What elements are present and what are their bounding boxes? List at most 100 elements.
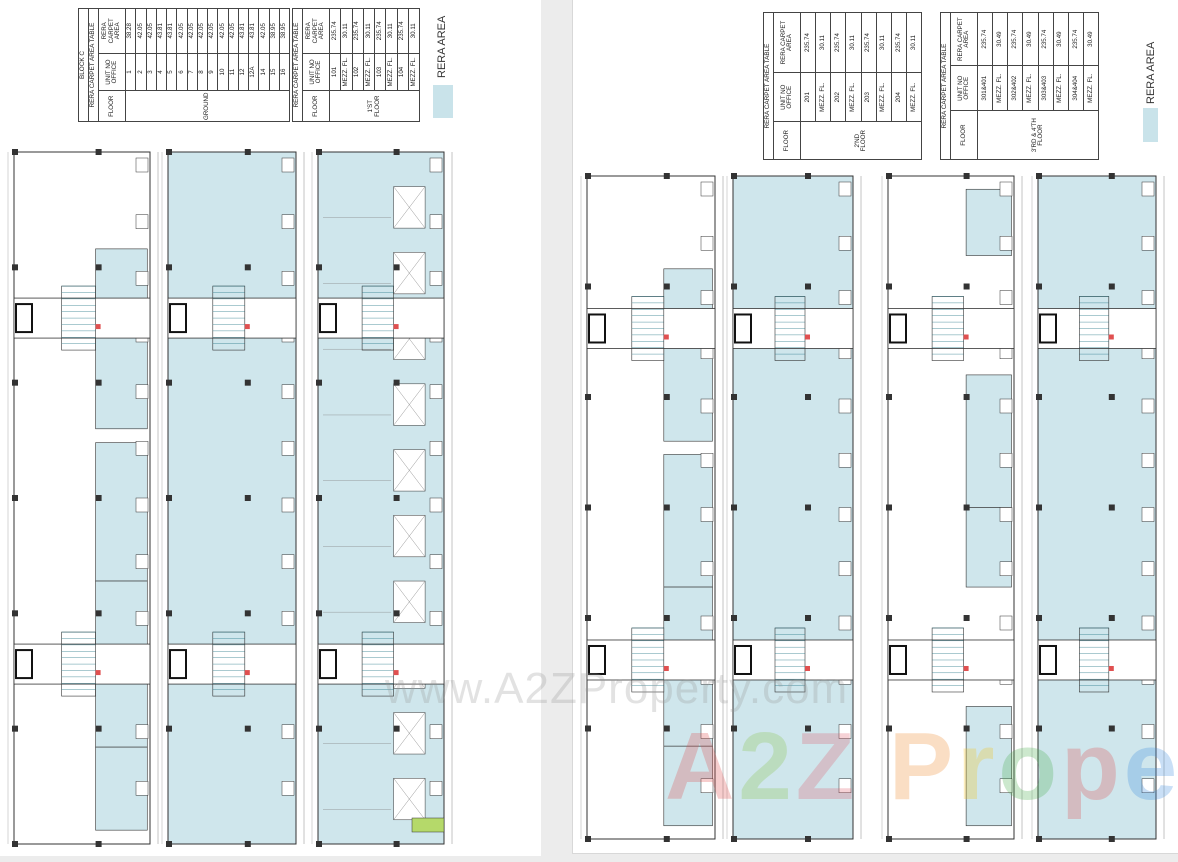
toilet-block — [999, 507, 1013, 522]
rera-area — [965, 374, 1012, 508]
unit-cell: 301&401 — [977, 65, 993, 111]
floor-cell: 3'RD & 4'TH FLOOR — [977, 110, 1099, 160]
lift-shaft — [169, 303, 187, 334]
column — [393, 379, 400, 386]
column — [963, 615, 970, 621]
void-cross — [393, 712, 426, 755]
toilet-block — [999, 181, 1013, 197]
column — [316, 379, 322, 386]
column — [805, 394, 811, 400]
column — [886, 725, 892, 732]
lift-shaft — [734, 313, 752, 344]
area-cell: 235.74 — [1038, 12, 1054, 66]
column-header: UNIT NO OFFICE — [950, 65, 978, 111]
toilet-block — [999, 724, 1013, 739]
fire-marker — [805, 665, 810, 671]
area-cell: 30.49 — [992, 12, 1008, 66]
legend-label-right: RERA AREA — [1145, 41, 1157, 104]
column — [663, 836, 670, 842]
column — [244, 495, 251, 501]
floor-cell: GROUND — [125, 91, 290, 122]
floor-cell: 1'ST FLOOR — [329, 90, 420, 122]
toilet-block — [135, 497, 149, 513]
fire-marker — [663, 665, 669, 671]
column — [393, 264, 400, 271]
area-cell: 42.05 — [176, 8, 187, 54]
legend-swatch-left — [433, 85, 453, 118]
table-title: RERA CARPET AREA TABLE — [88, 8, 99, 122]
column-header: UNIT NO OFFICE — [98, 53, 126, 91]
unit-cell: 5 — [166, 53, 177, 91]
toilet-block — [135, 384, 149, 399]
column — [963, 504, 970, 511]
toilet-block — [135, 781, 149, 796]
column — [585, 504, 591, 511]
toilet-block — [135, 724, 149, 739]
area-cell: 235.74 — [977, 12, 993, 66]
column — [585, 836, 591, 842]
toilet-block — [135, 441, 149, 456]
column — [585, 283, 591, 290]
highlight-box — [411, 817, 445, 833]
toilet-block — [281, 611, 295, 626]
toilet-block — [838, 181, 852, 197]
column — [316, 841, 322, 847]
area-cell: 30.11 — [340, 8, 352, 54]
area-cell: 30.11 — [408, 8, 420, 54]
toilet-block — [700, 507, 714, 522]
column — [1036, 836, 1042, 842]
column — [663, 394, 670, 400]
toilet-block — [700, 181, 714, 197]
column — [1108, 615, 1115, 621]
toilet-block — [999, 236, 1013, 251]
column — [1036, 615, 1042, 621]
logo-letter: P — [889, 713, 958, 820]
area-cell: 42.05 — [146, 8, 157, 54]
column — [316, 149, 322, 155]
column — [244, 841, 251, 847]
column-header: FLOOR — [773, 121, 801, 160]
column — [393, 610, 400, 617]
unit-cell: MEZZ. FL. — [1022, 65, 1038, 111]
toilet-block — [1141, 181, 1155, 197]
column — [731, 615, 737, 621]
column — [963, 173, 970, 179]
column-header: FLOOR — [950, 110, 978, 160]
lift-shaft — [319, 649, 337, 680]
area-cell: 30.11 — [906, 12, 922, 73]
fire-marker — [244, 324, 250, 330]
unit-cell: MEZZ. FL. — [876, 72, 892, 122]
column — [805, 725, 811, 732]
fire-marker — [393, 324, 399, 330]
toilet-block — [838, 561, 852, 576]
column — [585, 394, 591, 400]
column — [663, 283, 670, 290]
column — [12, 379, 18, 386]
lift-shaft — [588, 644, 606, 675]
column — [805, 173, 811, 179]
unit-cell: 104 — [397, 53, 409, 91]
lift-shaft — [15, 303, 33, 334]
toilet-block — [429, 724, 443, 739]
lift-shaft — [734, 644, 752, 675]
toilet-block — [700, 453, 714, 468]
toilet-block — [429, 441, 443, 456]
toilet-block — [999, 453, 1013, 468]
toilet-block — [281, 271, 295, 286]
column — [166, 379, 172, 386]
column — [316, 495, 322, 501]
column — [963, 394, 970, 400]
toilet-block — [1141, 724, 1155, 739]
column — [663, 615, 670, 621]
column — [316, 610, 322, 617]
toilet-block — [135, 554, 149, 569]
unit-cell: MEZZ. FL. — [1083, 65, 1099, 111]
toilet-block — [700, 398, 714, 414]
toilet-block — [700, 778, 714, 793]
fire-marker — [963, 334, 969, 340]
